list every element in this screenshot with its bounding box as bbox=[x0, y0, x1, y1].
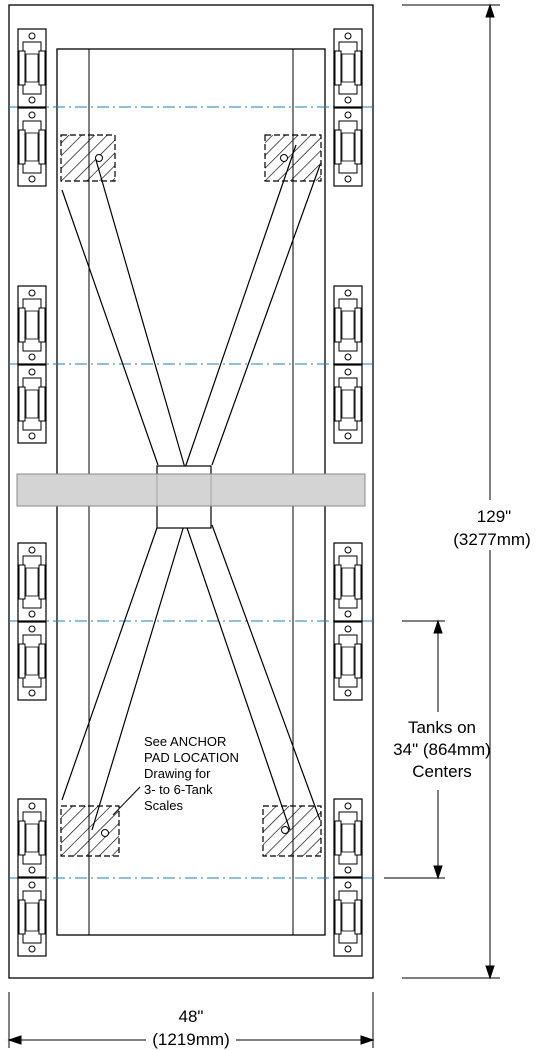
tank-spacing-dimension bbox=[384, 619, 445, 880]
anchor-pads bbox=[60, 134, 322, 857]
anchor-note-line3: Drawing for bbox=[144, 766, 211, 781]
anchor-pad-bottom-left bbox=[60, 805, 120, 857]
width-mm-label: (1219mm) bbox=[152, 1030, 229, 1049]
anchor-note-line2: PAD LOCATION bbox=[144, 750, 239, 765]
width-dimension bbox=[7, 992, 375, 1048]
height-dimension bbox=[402, 3, 500, 980]
anchor-pad-top-right bbox=[264, 134, 322, 182]
anchor-pad-bottom-right bbox=[262, 805, 322, 857]
cross-bar bbox=[16, 473, 366, 507]
anchor-note-line5: Scales bbox=[144, 798, 184, 813]
outer-frame bbox=[8, 4, 374, 979]
anchor-note-leader bbox=[112, 786, 141, 816]
lower-braces bbox=[61, 521, 321, 831]
height-inches-label: 129" bbox=[477, 507, 511, 526]
tank-centerlines bbox=[9, 106, 373, 879]
anchor-note: See ANCHOR PAD LOCATION Drawing for 3- t… bbox=[112, 734, 239, 816]
tank-spacing-line3: Centers bbox=[412, 762, 472, 781]
upper-braces bbox=[61, 144, 321, 469]
anchor-note-line4: 3- to 6-Tank bbox=[144, 782, 213, 797]
tank-spacing-line1: Tanks on bbox=[408, 718, 476, 737]
anchor-pad-top-left bbox=[60, 134, 116, 182]
anchor-note-line1: See ANCHOR bbox=[144, 734, 226, 749]
height-mm-label: (3277mm) bbox=[453, 530, 530, 549]
width-inches-label: 48" bbox=[179, 1007, 204, 1026]
tank-spacing-line2: 34" (864mm) bbox=[393, 740, 491, 759]
